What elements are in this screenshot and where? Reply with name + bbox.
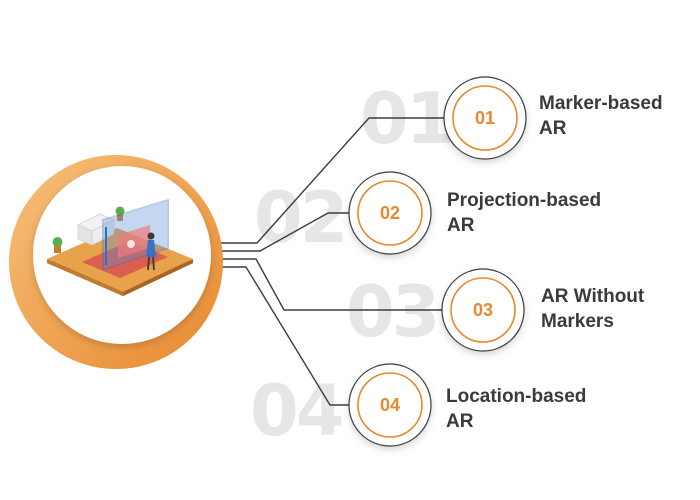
badge-number-04: 04 [380, 395, 400, 415]
item-label-line: AR [446, 411, 474, 432]
item-label-line: AR [447, 215, 475, 236]
item-label-projection-based: Projection-based AR [447, 188, 601, 238]
badge-04: 04 [348, 363, 432, 447]
item-label-line: AR Without [541, 286, 645, 307]
ghost-number-01: 01 [360, 78, 451, 160]
badge-number-01: 01 [475, 108, 495, 128]
badge-number-02: 02 [380, 203, 400, 223]
item-label-line: Location-based [446, 386, 587, 407]
item-label-without-markers: AR Without Markers [541, 284, 644, 334]
isometric-room-ar-icon [47, 198, 193, 296]
badge-03: 03 [441, 268, 525, 352]
badge-02: 02 [348, 171, 432, 255]
ghost-number-04: 04 [250, 370, 342, 452]
item-label-line: Markers [541, 311, 614, 332]
ghost-number-03: 03 [346, 271, 437, 353]
connector-line-02 [206, 212, 350, 252]
ar-illustration [9, 155, 223, 369]
badge-01: 01 [443, 76, 527, 160]
item-label-line: AR [539, 118, 567, 139]
item-label-line: Marker-based [539, 93, 663, 114]
item-label-marker-based: Marker-based AR [539, 91, 663, 141]
connector-line-03 [206, 258, 443, 311]
connector-line-01 [206, 117, 445, 244]
item-label-location-based: Location-based AR [446, 384, 586, 434]
badge-number-03: 03 [473, 300, 493, 320]
connector-line-04 [206, 266, 350, 406]
item-label-line: Projection-based [447, 190, 602, 211]
